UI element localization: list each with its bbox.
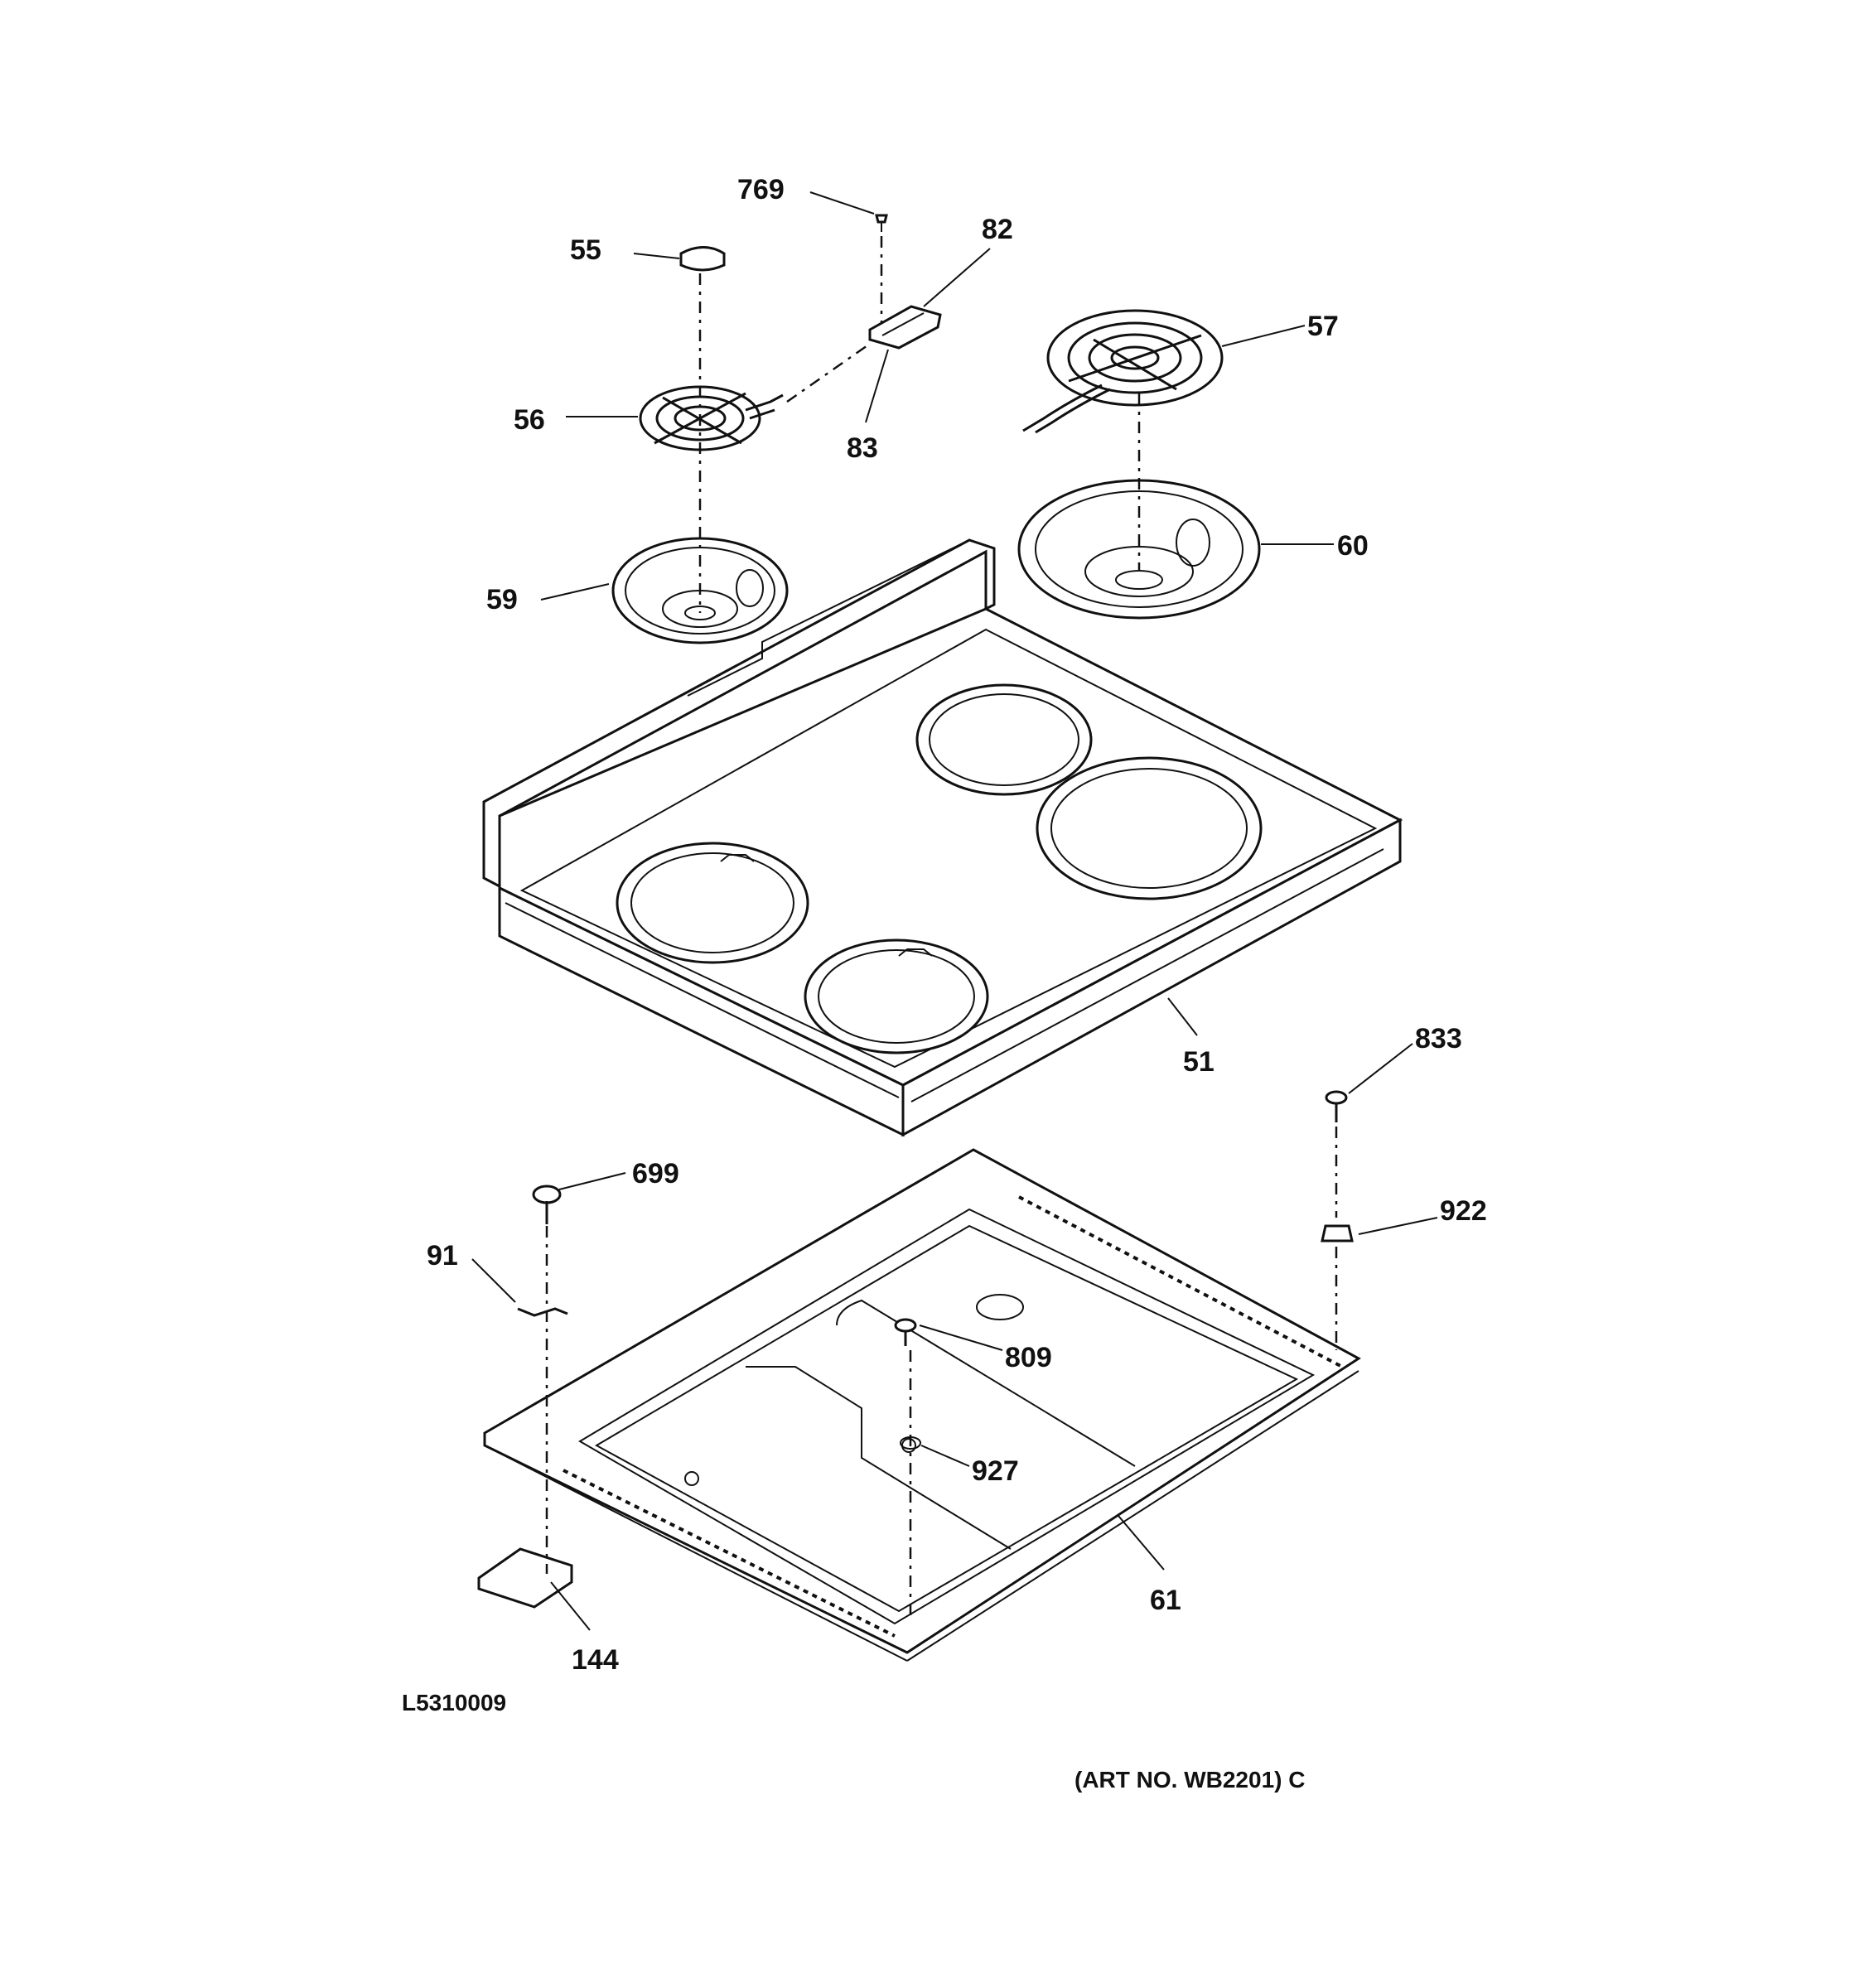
leader-lines bbox=[471, 191, 1438, 1631]
label-82: 82 bbox=[982, 214, 1013, 245]
label-699: 699 bbox=[632, 1158, 679, 1189]
surface-element-57 bbox=[1022, 309, 1224, 434]
surface-element-56 bbox=[639, 385, 784, 451]
clip-91 bbox=[517, 1307, 568, 1317]
label-57: 57 bbox=[1307, 311, 1339, 342]
label-83: 83 bbox=[847, 432, 878, 464]
screw-699 bbox=[532, 1185, 562, 1224]
label-809: 809 bbox=[1005, 1342, 1052, 1373]
cap-55 bbox=[679, 246, 726, 272]
label-144: 144 bbox=[572, 1644, 619, 1676]
label-51: 51 bbox=[1183, 1046, 1214, 1078]
label-91: 91 bbox=[427, 1240, 458, 1271]
label-922: 922 bbox=[1440, 1195, 1487, 1227]
label-769: 769 bbox=[737, 174, 785, 205]
receptacle-82 bbox=[868, 305, 942, 350]
label-59: 59 bbox=[486, 584, 518, 615]
foot-922 bbox=[1321, 1224, 1354, 1242]
label-833: 833 bbox=[1415, 1023, 1462, 1054]
label-56: 56 bbox=[514, 404, 545, 436]
assembly-lines bbox=[545, 236, 1338, 1619]
bottom-panel-61 bbox=[483, 1148, 1361, 1662]
label-60: 60 bbox=[1337, 530, 1369, 562]
bracket-144 bbox=[477, 1547, 573, 1609]
label-927: 927 bbox=[972, 1455, 1019, 1487]
screw-833 bbox=[1325, 1090, 1348, 1122]
label-55: 55 bbox=[570, 234, 601, 266]
cooktop-51 bbox=[482, 538, 1403, 1137]
label-61: 61 bbox=[1150, 1585, 1181, 1616]
art-number: (ART NO. WB2201) C bbox=[1074, 1767, 1305, 1793]
screw-809 bbox=[894, 1318, 917, 1346]
drawing-id: L5310009 bbox=[402, 1690, 506, 1715]
screw-769 bbox=[875, 214, 888, 232]
drip-pan-60 bbox=[1017, 479, 1261, 620]
